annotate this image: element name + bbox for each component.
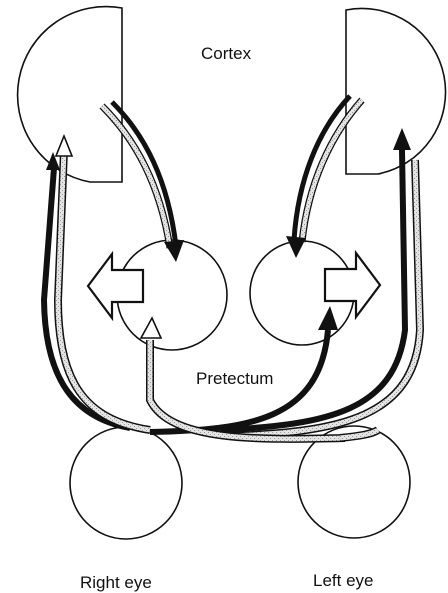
right-eye-circle: [70, 427, 182, 539]
cortex-label: Cortex: [201, 44, 251, 64]
left-eye-circle: [298, 426, 410, 538]
right-eye-label: Right eye: [80, 573, 152, 593]
pretectum-label: Pretectum: [196, 369, 273, 389]
left-eye-label: Left eye: [313, 571, 374, 591]
